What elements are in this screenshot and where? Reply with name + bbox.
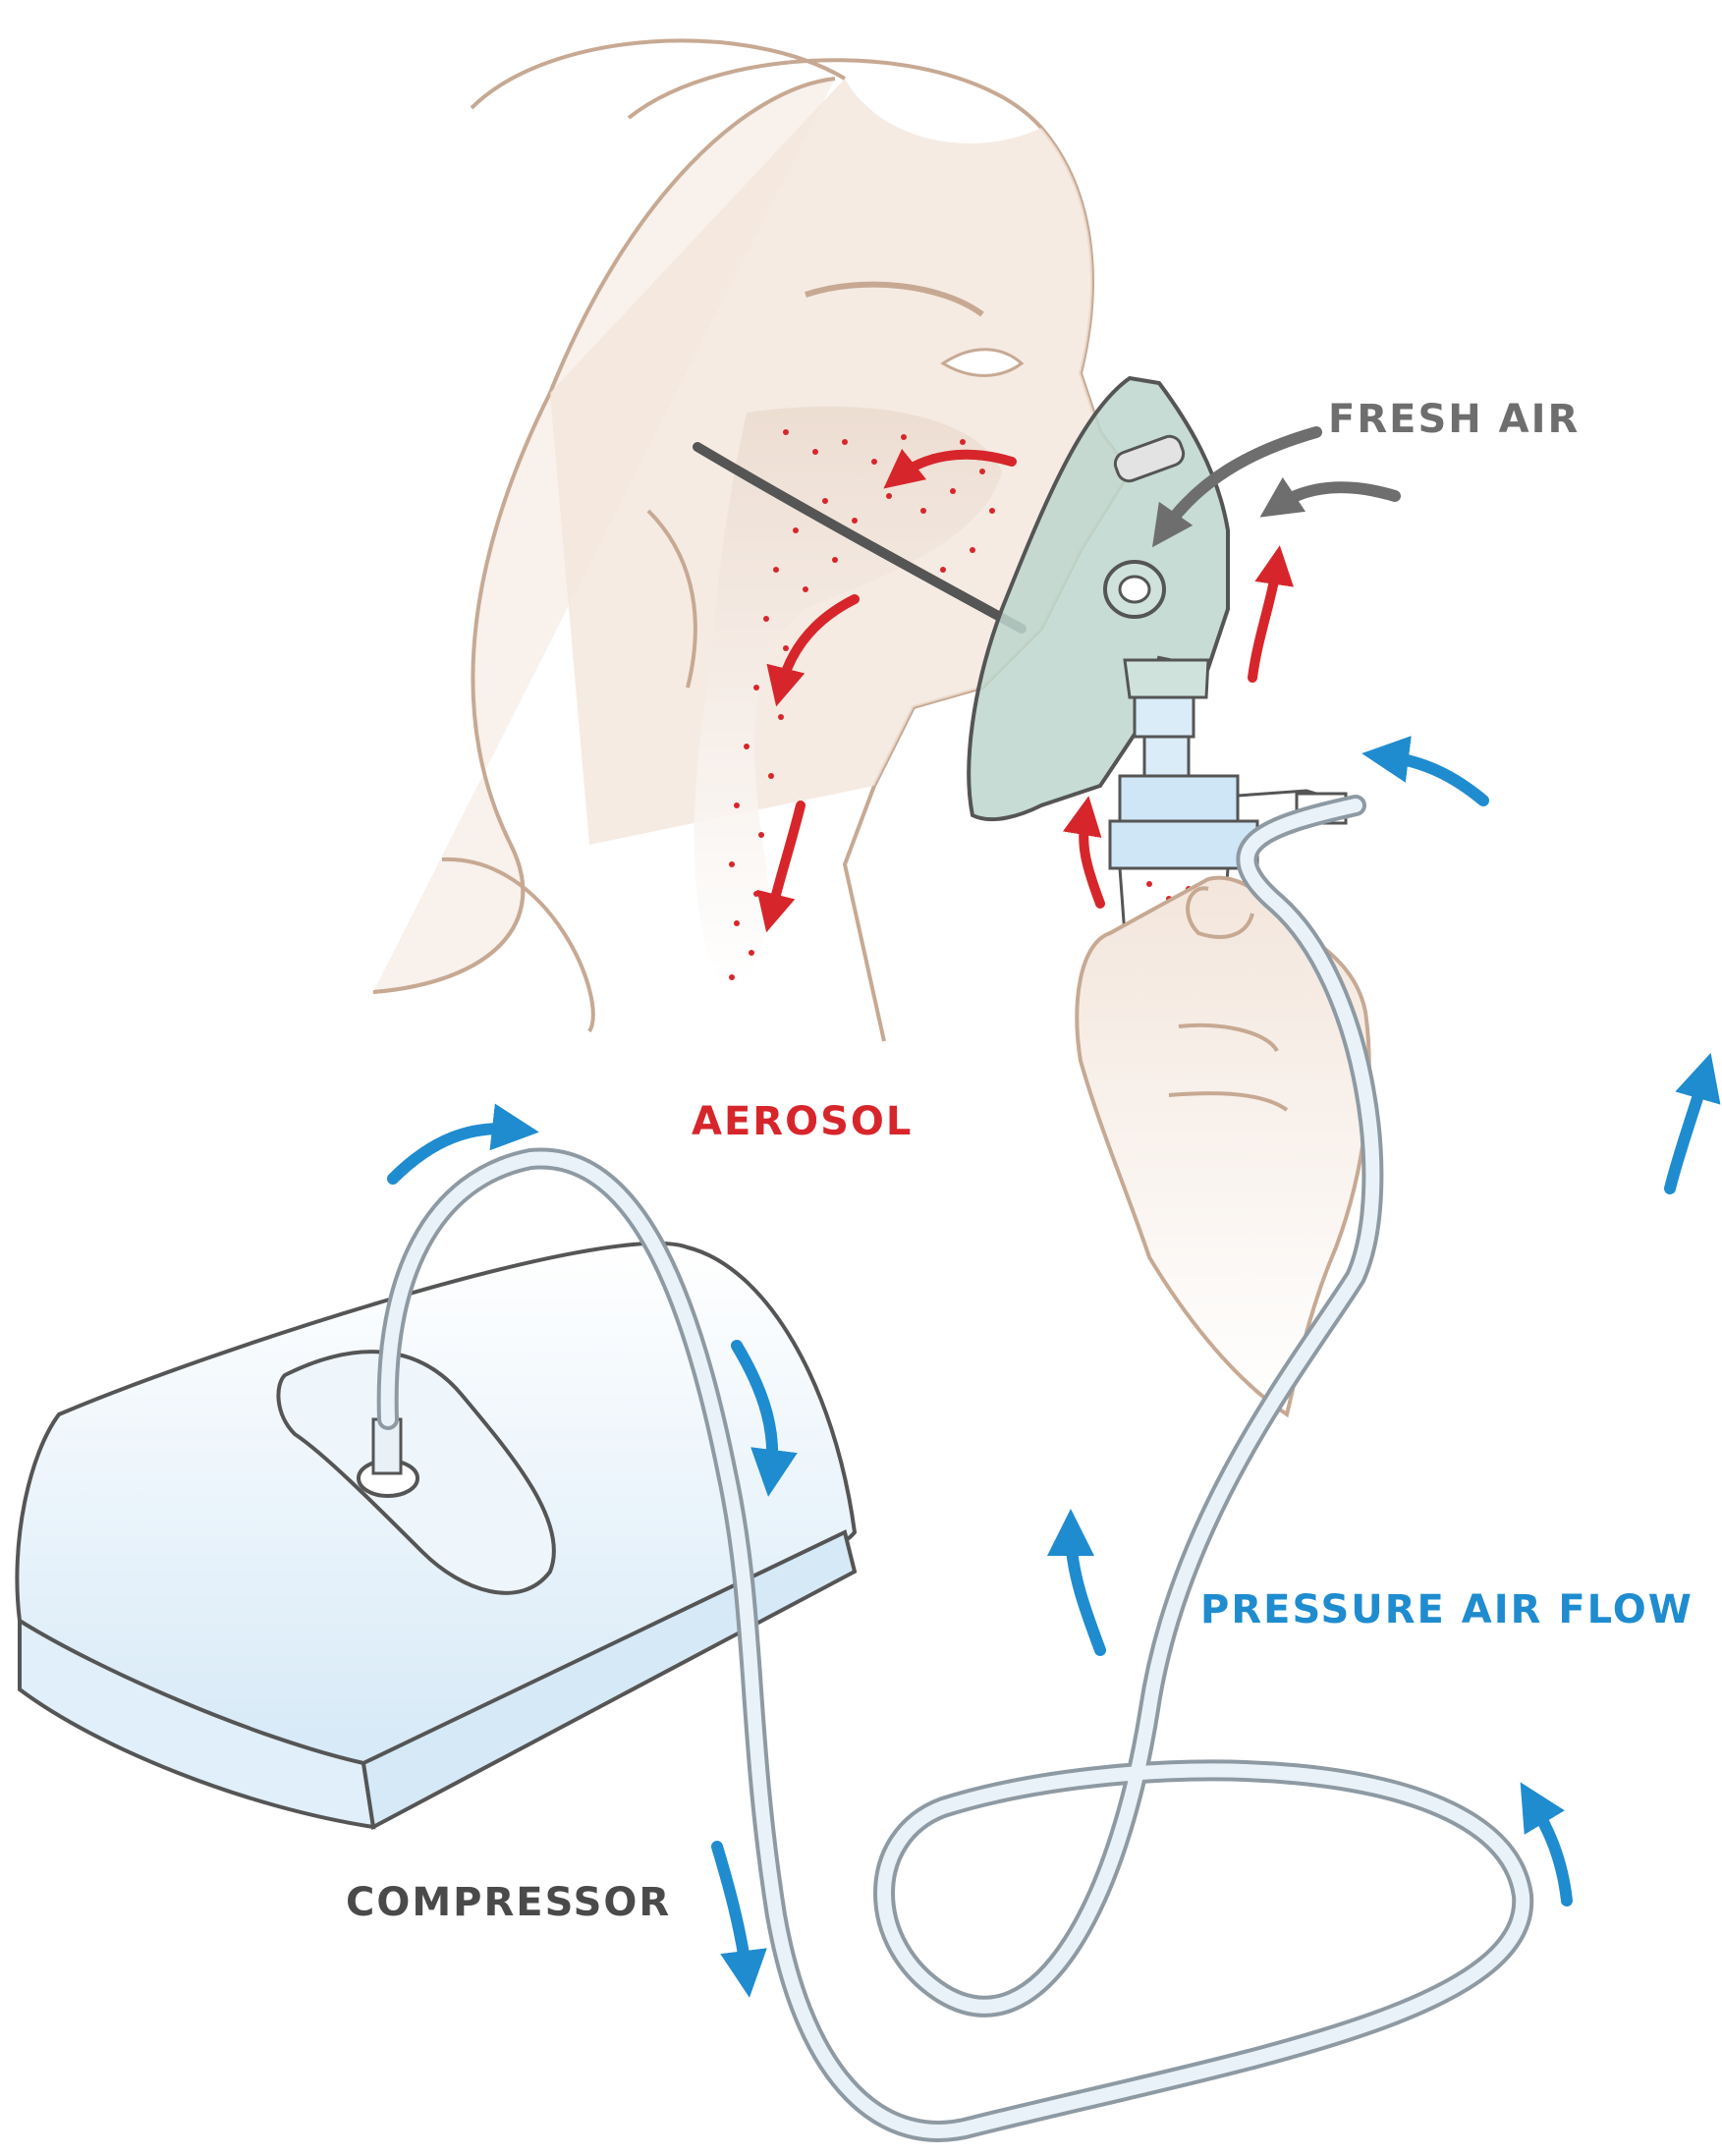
oxygen-mask (967, 375, 1230, 822)
aerosol-arrows (756, 448, 1294, 933)
aerosol-label: AEROSOL (692, 1099, 914, 1144)
air-tube (376, 795, 1534, 2142)
pressure-air-flow-arrows (387, 736, 1721, 1998)
airway (694, 406, 1002, 993)
fresh-air-arrows (1151, 426, 1401, 548)
pressure-air-flow-label: PRESSURE AIR FLOW (1200, 1587, 1694, 1632)
fresh-air-label: FRESH AIR (1328, 397, 1581, 442)
compressor (15, 1241, 858, 1831)
mask-strap (693, 442, 1027, 634)
compressor-label: COMPRESSOR (346, 1880, 672, 1925)
